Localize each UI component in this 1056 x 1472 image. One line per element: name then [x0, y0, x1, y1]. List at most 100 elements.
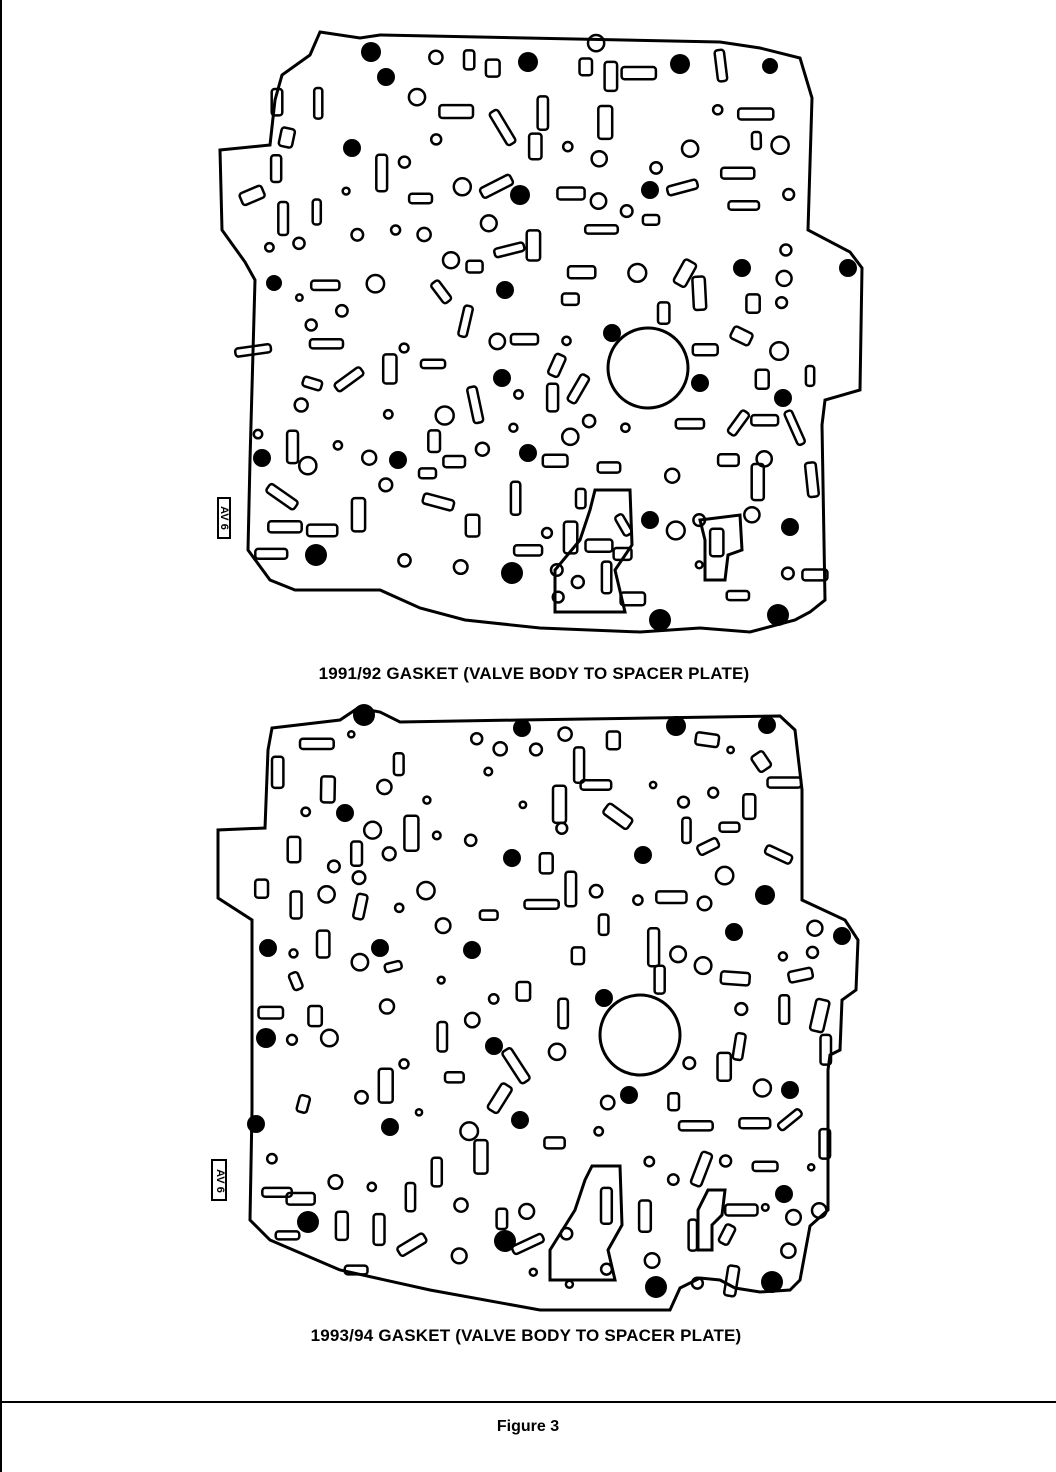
slot	[681, 816, 692, 845]
slot	[478, 909, 499, 922]
gasket-1991-92-caption: 1991/92 GASKET (VALVE BODY TO SPACER PLA…	[318, 664, 750, 683]
slot	[295, 1093, 312, 1114]
slot	[495, 1207, 509, 1231]
slot	[689, 1150, 714, 1188]
open-hole	[780, 1242, 797, 1260]
open-hole	[774, 295, 789, 310]
slot	[269, 153, 283, 184]
slot	[289, 890, 303, 920]
slot	[655, 890, 688, 905]
filled-hole	[666, 716, 686, 736]
slot	[653, 964, 666, 995]
open-hole	[300, 806, 312, 818]
open-hole	[428, 49, 444, 66]
open-hole	[434, 917, 452, 935]
slot	[708, 527, 725, 558]
open-hole	[620, 422, 631, 434]
filled-hole	[595, 989, 613, 1007]
open-hole	[463, 833, 478, 848]
filled-hole	[493, 369, 511, 387]
slot	[343, 1264, 369, 1276]
filled-hole	[463, 941, 481, 959]
slot	[473, 1138, 489, 1175]
slot	[421, 492, 456, 512]
slot	[430, 1156, 444, 1188]
open-hole	[376, 778, 393, 796]
filled-hole	[767, 604, 789, 626]
open-hole	[434, 405, 455, 426]
slot	[372, 1212, 386, 1247]
open-hole	[350, 227, 365, 242]
slot	[492, 241, 526, 259]
open-hole	[663, 467, 681, 484]
slot	[646, 927, 661, 968]
slot	[350, 496, 367, 533]
open-hole	[559, 1226, 574, 1241]
open-hole	[643, 1251, 661, 1270]
slot	[579, 778, 613, 792]
open-hole	[450, 1247, 468, 1265]
open-hole	[346, 729, 356, 739]
filled-hole	[485, 1037, 503, 1055]
slot	[464, 513, 481, 538]
slot	[727, 199, 761, 212]
slot	[808, 997, 831, 1034]
open-hole	[643, 1155, 656, 1168]
slot	[298, 737, 335, 751]
slot	[267, 519, 303, 534]
open-hole	[389, 224, 402, 236]
slot	[751, 1160, 779, 1173]
open-hole	[317, 885, 336, 904]
slot	[551, 784, 568, 825]
open-hole	[398, 1058, 410, 1070]
open-hole	[564, 1279, 575, 1290]
slot	[674, 417, 706, 430]
filled-hole	[755, 885, 775, 905]
slot	[523, 898, 560, 911]
slot	[334, 1210, 350, 1242]
slot	[750, 750, 773, 774]
open-hole	[743, 505, 761, 524]
slot	[574, 487, 587, 510]
open-hole	[362, 820, 383, 840]
open-hole	[397, 155, 412, 169]
open-hole	[666, 1173, 680, 1187]
open-hole	[492, 740, 509, 757]
open-hole	[561, 140, 574, 153]
open-hole	[555, 821, 569, 835]
open-hole	[682, 1056, 697, 1071]
open-hole	[769, 340, 790, 362]
slot	[691, 342, 719, 357]
slot	[484, 58, 501, 78]
open-hole	[806, 1162, 816, 1172]
filled-hole	[501, 562, 523, 584]
open-hole	[474, 441, 491, 457]
open-hole	[416, 880, 436, 901]
gasket-1991-92-diagram	[217, 30, 864, 634]
filled-hole	[781, 518, 799, 536]
filled-hole	[775, 1185, 793, 1203]
slot	[716, 1051, 733, 1083]
slot	[510, 1232, 545, 1256]
open-hole	[551, 590, 565, 604]
open-hole	[665, 520, 686, 541]
gasket-1993-94-stamp: AV 6	[213, 1169, 226, 1193]
slot	[543, 1136, 566, 1150]
open-hole	[540, 526, 554, 540]
filled-hole	[649, 609, 671, 631]
slot	[754, 368, 770, 391]
open-hole	[452, 177, 473, 197]
slot	[566, 264, 597, 280]
open-hole	[416, 226, 432, 243]
slot	[407, 192, 434, 205]
slot	[541, 453, 569, 469]
open-hole	[599, 1094, 616, 1111]
slot	[723, 1203, 759, 1217]
open-hole	[378, 998, 396, 1015]
slot	[665, 178, 700, 197]
open-hole	[429, 133, 443, 146]
open-hole	[354, 1089, 369, 1105]
slot	[257, 1005, 285, 1020]
open-hole	[334, 303, 349, 318]
slot	[311, 198, 323, 226]
